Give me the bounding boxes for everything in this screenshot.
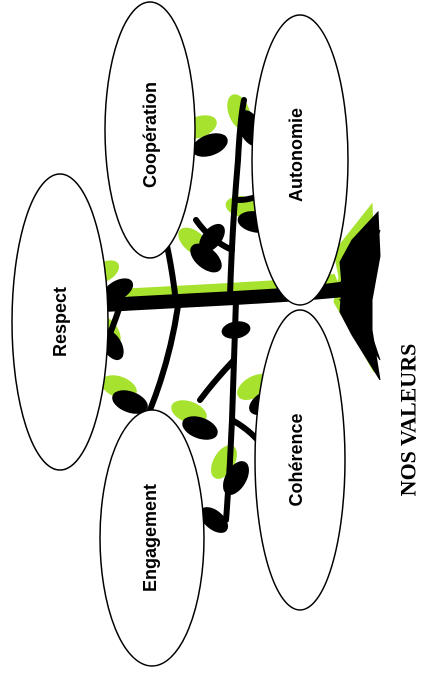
value-bubble-respect: Respect — [12, 174, 108, 470]
value-label-respect: Respect — [50, 287, 70, 357]
value-label-cooperation: Coopération — [140, 82, 160, 188]
value-label-coherence: Cohérence — [286, 413, 306, 506]
value-bubble-engagement: Engagement — [100, 410, 204, 666]
value-bubble-cooperation: Coopération — [105, 2, 195, 258]
value-label-engagement: Engagement — [140, 484, 160, 592]
value-bubble-coherence: Cohérence — [255, 310, 345, 610]
page-title: NOS VALEURS — [396, 344, 421, 497]
value-bubble-autonomie: Autonomie — [252, 15, 348, 305]
value-label-autonomie: Autonomie — [286, 108, 306, 202]
